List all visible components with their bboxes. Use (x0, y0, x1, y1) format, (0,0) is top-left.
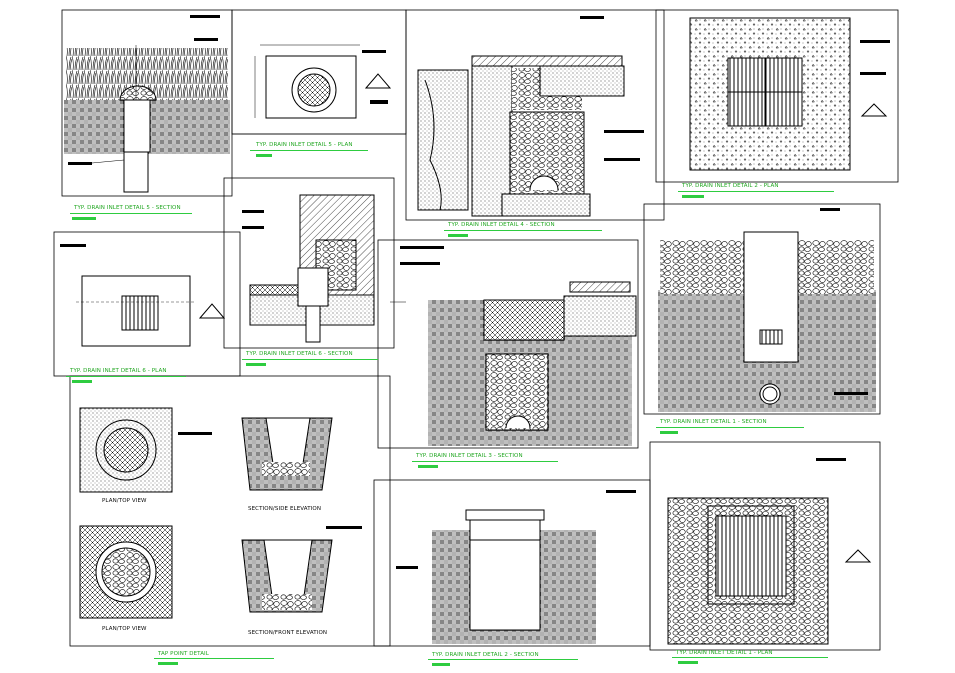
underline-detail1-plan (672, 657, 828, 658)
detail5-plan-drawing (231, 9, 407, 135)
label-section-front-elevation: SECTION/FRONT ELEVATION (248, 630, 328, 636)
underline-detail5-section (70, 213, 192, 214)
detail4-section-drawing (405, 9, 665, 221)
scale-bar-detail1-plan (678, 661, 698, 664)
label-section-side-elevation: SECTION/SIDE ELEVATION (248, 506, 322, 512)
caption-detail2-section: TYP. DRAIN INLET DETAIL 2 - SECTION (432, 652, 539, 658)
caption-detail5-plan: TYP. DRAIN INLET DETAIL 5 - PLAN (256, 142, 353, 148)
underline-tap-point (154, 658, 274, 659)
scale-bar-detail1-section (660, 431, 678, 434)
label-plan-top-view-1: PLAN/TOP VIEW (102, 498, 147, 504)
caption-detail5-section: TYP. DRAIN INLET DETAIL 5 - SECTION (74, 205, 181, 211)
tap-point-drawing (69, 375, 391, 647)
caption-detail1-plan: TYP. DRAIN INLET DETAIL 1 - PLAN (676, 650, 773, 656)
detail6-section-drawing (223, 177, 395, 349)
underline-detail3-section (412, 461, 558, 462)
scale-bar-detail4-section (448, 234, 468, 237)
underline-detail1-section (656, 427, 804, 428)
underline-detail2-plan-top (678, 191, 834, 192)
caption-detail4-section: TYP. DRAIN INLET DETAIL 4 - SECTION (448, 222, 555, 228)
caption-tap-point: TAP POINT DETAIL (158, 651, 209, 657)
underline-detail4-section (444, 230, 602, 231)
detail2-plan-top-drawing (655, 9, 899, 183)
scale-bar-detail2-plan-top (682, 195, 704, 198)
detail3-section-drawing (377, 239, 639, 449)
underline-detail2-section (428, 659, 578, 660)
detail2-section-drawing (373, 479, 651, 647)
scale-bar-detail6-plan (72, 380, 92, 383)
scale-bar-tap-point (158, 662, 178, 665)
detail6-plan-drawing (53, 231, 241, 377)
caption-detail6-section: TYP. DRAIN INLET DETAIL 6 - SECTION (246, 351, 353, 357)
scale-bar-detail5-plan (256, 154, 272, 157)
label-plan-top-view-2: PLAN/TOP VIEW (102, 626, 147, 632)
scale-bar-detail5-section (72, 217, 96, 220)
detail1-section-drawing (643, 203, 881, 415)
scale-bar-detail3-section (418, 465, 438, 468)
caption-detail6-plan: TYP. DRAIN INLET DETAIL 6 - PLAN (70, 368, 167, 374)
underline-detail5-plan (250, 150, 368, 151)
caption-detail1-section: TYP. DRAIN INLET DETAIL 1 - SECTION (660, 419, 767, 425)
underline-detail6-section (242, 359, 378, 360)
underline-detail6-plan (66, 376, 186, 377)
caption-detail3-section: TYP. DRAIN INLET DETAIL 3 - SECTION (416, 453, 523, 459)
scale-bar-detail6-section (246, 363, 266, 366)
detail5-section-drawing (61, 9, 233, 197)
detail1-plan-drawing (649, 441, 881, 651)
scale-bar-detail2-section (432, 663, 450, 666)
caption-detail2-plan-top: TYP. DRAIN INLET DETAIL 2 - PLAN (682, 183, 779, 189)
